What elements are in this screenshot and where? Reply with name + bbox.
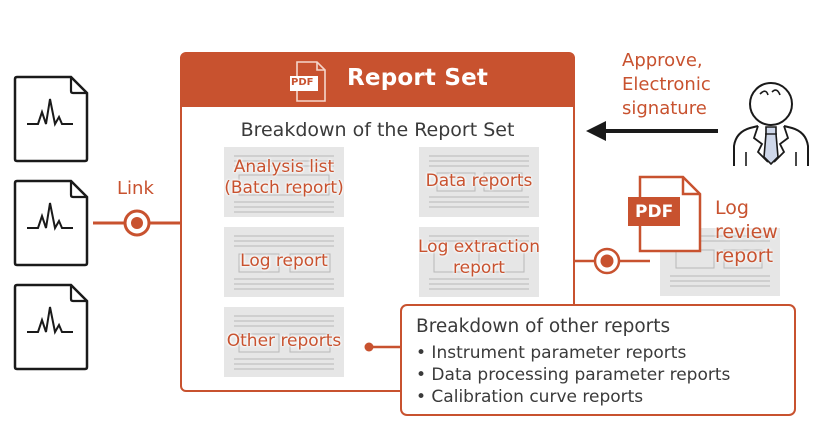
log-review-pdf-badge: PDF [635,202,674,222]
link-label: Link [117,178,154,199]
approve-arrow-head [586,121,606,141]
other-breakdown-item: • Instrument parameter reports [416,343,687,363]
card-label-line1: Data reports [425,171,533,191]
other-breakdown-title: Breakdown of other reports [416,316,671,337]
report-set-title: Report Set [347,65,489,91]
report-card-log-report: Log report [224,227,344,297]
pdf-badge-text: PDF [291,77,314,88]
data-file-icons [13,75,180,371]
log-review-pdf-icon [628,175,702,253]
other-reports-connector-dot [364,342,374,352]
card-label-line2: report [453,258,505,278]
link-node-dot [131,217,143,229]
report-card-analysis-list: Analysis list (Batch report) [224,147,344,217]
report-lines-graphic [234,315,334,370]
approve-line1: Approve, [622,50,703,71]
report-card-other-reports: Other reports [224,307,344,377]
report-lines-graphic [429,155,529,208]
log-review-node-dot [600,254,614,268]
approve-line3: signature [622,98,707,119]
other-breakdown-item: • Data processing parameter reports [416,365,731,385]
report-lines-graphic [234,235,334,290]
report-set-header: PDF Report Set [182,54,573,107]
log-review-line3: report [715,245,774,267]
chromatogram-file-icon [13,283,89,371]
card-label-line1: Log extraction [418,237,540,257]
approver-person-icon [733,82,809,166]
report-lines-graphic [429,235,529,290]
report-lines-graphic [234,155,334,213]
report-set-breakdown-title: Breakdown of the Report Set [240,119,515,141]
card-label-line2: (Batch report) [224,178,344,198]
chromatogram-file-icon [13,75,89,163]
card-label-line1: Other reports [226,331,342,351]
approve-label: Approve, Electronic signature [622,49,711,121]
log-review-line1: Log [715,197,749,219]
card-label-line1: Analysis list [233,157,335,177]
other-reports-breakdown-box: Breakdown of other reports • Instrument … [400,304,796,416]
pdf-file-icon [290,61,326,102]
other-breakdown-item: • Calibration curve reports [416,387,644,407]
card-label-line1: Log report [240,251,328,271]
log-review-label: Log review report [715,196,778,268]
log-review-report-card [660,228,780,296]
report-card-log-extraction: Log extraction report [418,227,540,297]
report-card-data-reports: Data reports [419,147,539,217]
approve-line2: Electronic [622,74,711,95]
log-review-line2: review [715,221,778,243]
chromatogram-file-icon [13,179,89,267]
